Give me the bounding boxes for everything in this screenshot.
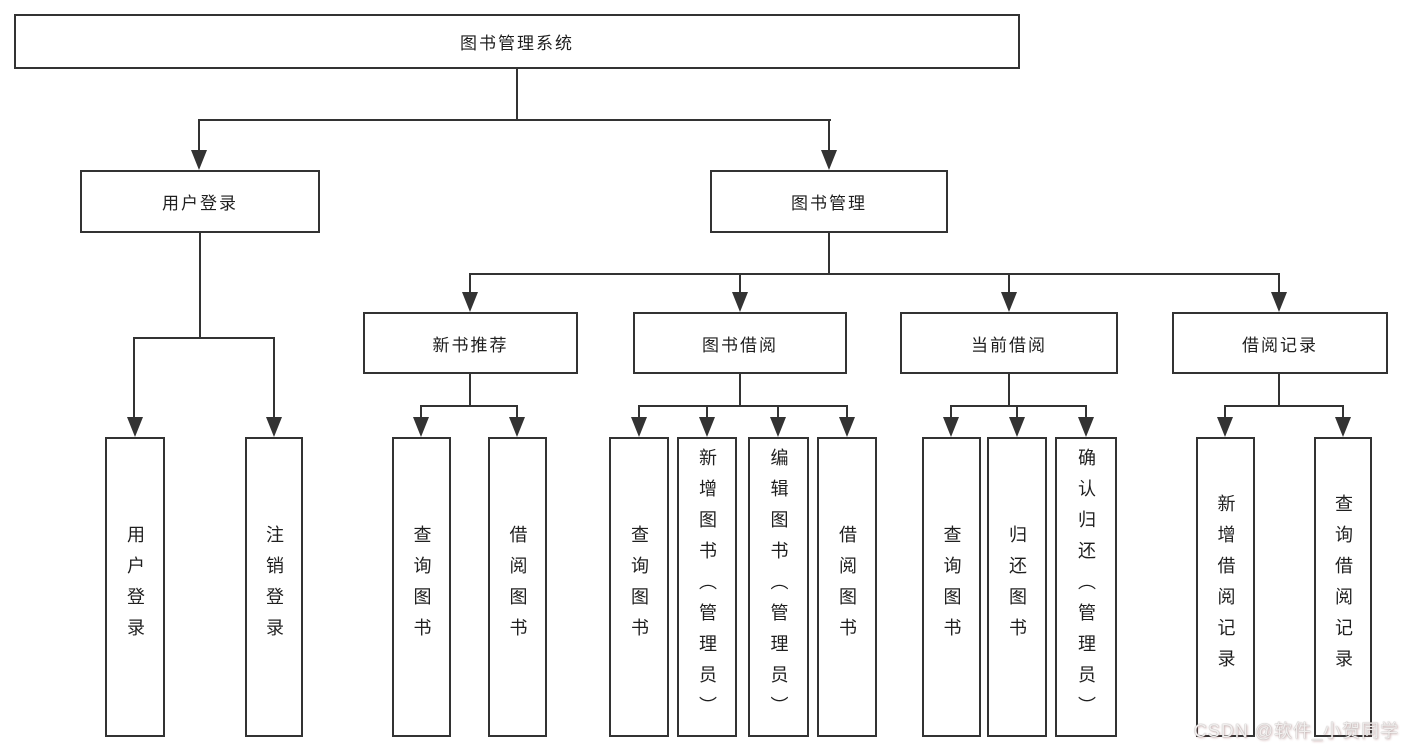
connector-new-rec-stem (469, 374, 471, 405)
leaf-nb-query-books: 查询图书 (392, 437, 451, 737)
arrowhead-borrow-records (1271, 292, 1287, 312)
node-user-login-label: 用户登录 (162, 194, 238, 213)
leaf-cb-return-books-label: 归还图书 (1007, 525, 1027, 649)
connector-to-nb-borrow (516, 405, 518, 419)
arrowhead-bb-borrow (839, 417, 855, 437)
arrowhead-cb-confirm (1078, 417, 1094, 437)
connector-to-nb-query (420, 405, 422, 419)
leaf-nb-query-books-label: 查询图书 (411, 525, 432, 649)
arrowhead-book-borrow (732, 292, 748, 312)
connector-records-branch (1224, 405, 1344, 407)
connector-user-login-stem (199, 233, 201, 337)
arrowhead-new-rec (462, 292, 478, 312)
node-borrow-records-label: 借阅记录 (1242, 335, 1318, 355)
csdn-watermark: CSDN @软件_小贺同学 (1193, 721, 1399, 741)
connector-to-new-rec (469, 273, 471, 294)
arrowhead-leaf-logout (266, 417, 282, 437)
connector-records-stem (1278, 374, 1280, 405)
connector-book-borrow-branch (638, 405, 848, 407)
arrowhead-bb-edit (770, 417, 786, 437)
connector-to-cb-query (950, 405, 952, 419)
connector-current-stem (1008, 374, 1010, 405)
arrowhead-nb-query (413, 417, 429, 437)
connector-current-branch (950, 405, 1087, 407)
arrowhead-leaf-user-login (127, 417, 143, 437)
connector-root-branch (198, 119, 831, 121)
leaf-bb-edit-books: 编辑图书（管理员） (748, 437, 809, 737)
leaf-nb-borrow-books: 借阅图书 (488, 437, 547, 737)
connector-to-book-mgmt (828, 119, 830, 152)
leaf-logout-label: 注销登录 (264, 525, 284, 649)
connector-to-br-query (1342, 405, 1344, 419)
node-root: 图书管理系统 (14, 14, 1020, 69)
leaf-br-query-record-label: 查询借阅记录 (1333, 494, 1353, 680)
leaf-br-add-record-label: 新增借阅记录 (1215, 494, 1236, 680)
arrowhead-nb-borrow (509, 417, 525, 437)
arrowhead-br-query (1335, 417, 1351, 437)
connector-to-bb-borrow (846, 405, 848, 419)
connector-new-rec-branch (420, 405, 518, 407)
arrowhead-current-borrow (1001, 292, 1017, 312)
leaf-br-add-record: 新增借阅记录 (1196, 437, 1255, 737)
arrowhead-book-mgmt (821, 150, 837, 170)
arrowhead-cb-return (1009, 417, 1025, 437)
leaf-bb-borrow-books-label: 借阅图书 (837, 525, 857, 649)
arrowhead-br-add (1217, 417, 1233, 437)
connector-root-stem (516, 69, 518, 119)
leaf-cb-confirm-return: 确认归还（管理员） (1055, 437, 1117, 737)
connector-book-borrow-stem (739, 374, 741, 405)
arrowhead-user-login (191, 150, 207, 170)
connector-to-cb-return (1016, 405, 1018, 419)
connector-to-user-login (198, 119, 200, 152)
node-book-borrow: 图书借阅 (633, 312, 847, 374)
connector-to-leaf-user-login (133, 337, 135, 419)
node-new-book-rec: 新书推荐 (363, 312, 578, 374)
node-current-borrow-label: 当前借阅 (971, 335, 1047, 355)
leaf-cb-return-books: 归还图书 (987, 437, 1047, 737)
leaf-bb-query-books-label: 查询图书 (629, 525, 649, 649)
leaf-bb-add-books: 新增图书（管理员） (677, 437, 737, 737)
connector-to-br-add (1224, 405, 1226, 419)
node-new-book-rec-label: 新书推荐 (432, 335, 509, 355)
leaf-bb-query-books: 查询图书 (609, 437, 669, 737)
connector-to-cb-confirm (1085, 405, 1087, 419)
node-book-mgmt: 图书管理 (710, 170, 948, 233)
leaf-user-login: 用户登录 (105, 437, 165, 737)
leaf-br-query-record: 查询借阅记录 (1314, 437, 1372, 737)
connector-to-borrow-records (1278, 273, 1280, 294)
connector-to-current-borrow (1008, 273, 1010, 294)
leaf-cb-confirm-return-label: 确认归还（管理员） (1076, 447, 1096, 727)
arrowhead-cb-query (943, 417, 959, 437)
arrowhead-bb-add (699, 417, 715, 437)
node-root-label: 图书管理系统 (460, 34, 574, 53)
node-user-login: 用户登录 (80, 170, 320, 233)
leaf-bb-borrow-books: 借阅图书 (817, 437, 877, 737)
node-borrow-records: 借阅记录 (1172, 312, 1388, 374)
connector-user-login-branch (134, 337, 275, 339)
arrowhead-bb-query (631, 417, 647, 437)
leaf-bb-add-books-label: 新增图书（管理员） (697, 447, 717, 727)
node-book-borrow-label: 图书借阅 (702, 335, 778, 355)
leaf-bb-edit-books-label: 编辑图书（管理员） (768, 447, 789, 727)
leaf-user-login-label: 用户登录 (125, 525, 145, 649)
leaf-cb-query-books-label: 查询图书 (941, 525, 962, 649)
connector-to-book-borrow (739, 273, 741, 294)
leaf-cb-query-books: 查询图书 (922, 437, 981, 737)
leaf-logout: 注销登录 (245, 437, 303, 737)
node-current-borrow: 当前借阅 (900, 312, 1118, 374)
connector-book-mgmt-stem (828, 233, 830, 273)
connector-to-bb-edit (777, 405, 779, 419)
connector-to-bb-add (706, 405, 708, 419)
node-book-mgmt-label: 图书管理 (791, 194, 867, 213)
connector-to-bb-query (638, 405, 640, 419)
connector-to-leaf-logout (273, 337, 275, 419)
connector-book-mgmt-branch (469, 273, 1280, 275)
leaf-nb-borrow-books-label: 借阅图书 (507, 525, 528, 649)
